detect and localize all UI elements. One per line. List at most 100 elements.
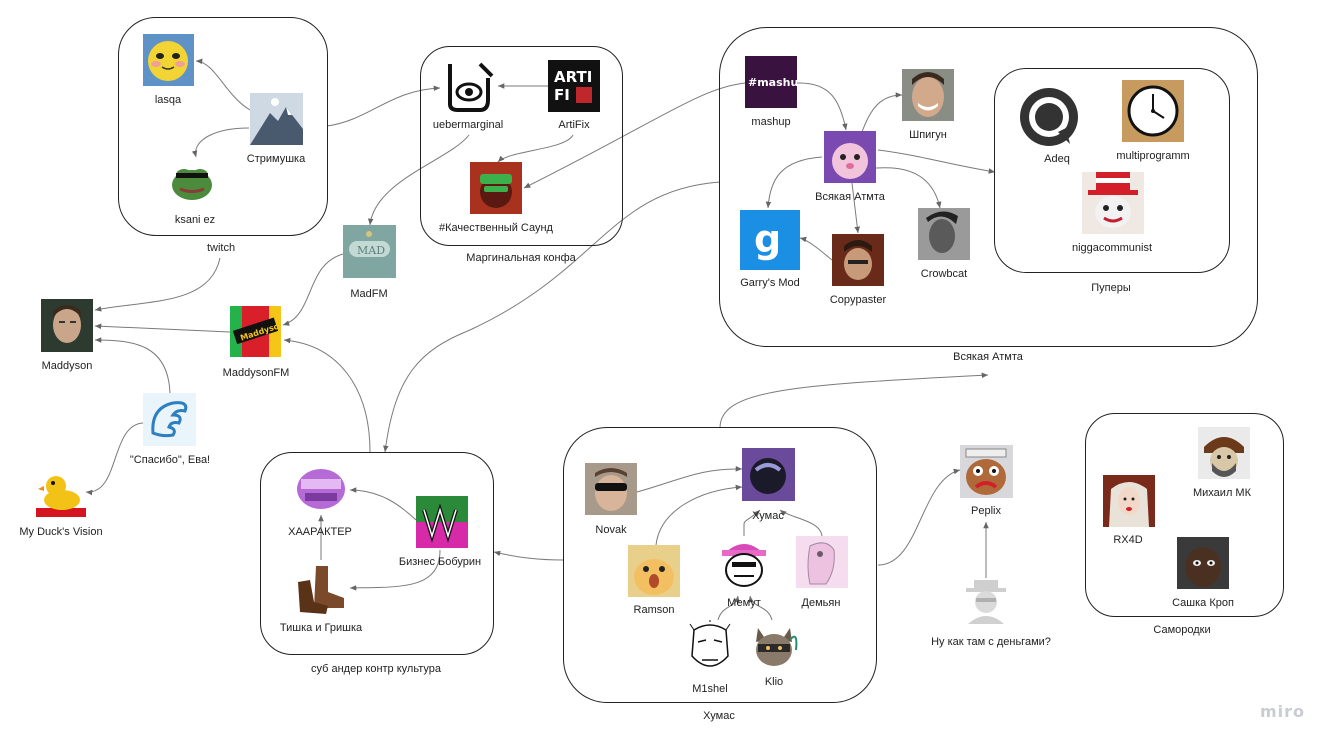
toy-face-icon (960, 445, 1013, 498)
group-box-twitch (118, 17, 328, 236)
node-label-biznes: Бизнес Бобурин (398, 556, 482, 568)
edge-mashup-kach (523, 82, 746, 189)
portrait-icon (41, 299, 93, 352)
edge-atmta-copypaster (851, 182, 861, 234)
group-box-samorodki (1085, 413, 1284, 617)
group-label-marginal: Маргинальная конфа (466, 252, 576, 264)
group-box-pupery (994, 68, 1230, 273)
node-label-artifix: ArtiFix (558, 119, 590, 131)
clock-logo-icon (1122, 80, 1184, 142)
svg-text:MAD: MAD (357, 244, 385, 257)
sound-badge-icon (470, 162, 522, 214)
edge-ramson-humas (655, 484, 743, 546)
node-label-strimushka: Стримушка (246, 153, 306, 165)
node-label-demyan: Демьян (801, 597, 841, 609)
node-label-ramson: Ramson (633, 604, 675, 616)
miro-brand-logo: miro (1260, 702, 1306, 721)
dark-helmet-icon (742, 448, 795, 501)
edge-novak-humas (636, 466, 743, 493)
cartoon-face-icon (718, 536, 770, 588)
node-label-duck: My Duck's Vision (19, 526, 103, 538)
garrys-mod-logo-icon: g (740, 210, 800, 270)
svg-text:#mashup: #mashup (748, 76, 797, 89)
edge-humas-sub (493, 550, 564, 561)
edge-spasibo-maddyson (94, 337, 171, 394)
node-label-nukak: Ну как там с деньгами? (931, 636, 1051, 648)
node-label-adeq: Adeq (1044, 153, 1070, 165)
smiling-moon-face-icon (143, 34, 194, 86)
portrait-icon (918, 208, 970, 260)
purple-skull-icon (295, 465, 347, 513)
pepe-frog-icon (168, 161, 216, 201)
cat-in-hat-icon (1082, 172, 1144, 234)
edge-strimushka-ksani (191, 127, 250, 158)
bird-icon (628, 545, 680, 597)
node-label-madfm: MadFM (350, 288, 388, 300)
group-label-humas: Хумас (703, 710, 735, 722)
edge-ueber-madfm (367, 134, 470, 226)
edge-mashup-atmta-node (796, 82, 848, 131)
node-label-sashka: Сашка Кроп (1172, 597, 1234, 609)
mashup-text-logo-icon: #mashup (745, 56, 797, 108)
edge-klio-memut (748, 595, 773, 621)
edge-twitch-maddyson (94, 257, 221, 312)
edge-strimushka-lasqa (195, 58, 251, 111)
node-label-multiprogramm: multiprogramm (1116, 150, 1190, 162)
node-label-mikhail: Михаил МК (1193, 487, 1251, 499)
node-label-niggacommunist: niggacommunist (1071, 242, 1153, 254)
node-label-maddyson: Maddyson (41, 360, 93, 372)
node-label-shpigun: Шпигун (909, 129, 947, 141)
edge-copypaster-garrys (799, 236, 833, 261)
group-label-twitch: twitch (206, 242, 236, 254)
edge-artifix-kach (497, 134, 574, 163)
portrait-icon (902, 69, 954, 121)
edge-biznes-tishka (349, 549, 441, 591)
mad-fm-logo-icon: MAD (343, 225, 396, 278)
group-box-marginal (420, 46, 623, 246)
node-label-rx4d: RX4D (1113, 534, 1143, 546)
portrait-icon (585, 463, 637, 515)
wing-logo-icon (143, 393, 196, 446)
portrait-icon (1177, 537, 1229, 589)
node-label-spasibo: "Спасибо", Ева! (129, 454, 211, 466)
node-label-haarakter: ХААРАКТЕР (288, 526, 352, 538)
node-label-garrys: Garry's Mod (740, 277, 800, 289)
maddyson-fm-logo-icon: Maddyson (230, 306, 281, 357)
portrait-icon (832, 234, 884, 286)
edge-atmta-pupery (877, 149, 996, 174)
node-label-crowbcat: Crowbcat (920, 268, 968, 280)
edge-madfm-maddysonfm (282, 253, 344, 326)
edge-m1shel-memut (717, 595, 740, 621)
svg-text:g: g (754, 217, 781, 261)
node-label-ueber: uebermarginal (432, 119, 504, 131)
group-box-atmta (719, 27, 1258, 347)
eye-logo-icon (442, 60, 496, 114)
group-box-sub (260, 452, 494, 655)
mountain-peak-icon (250, 93, 303, 145)
node-label-lasqa: lasqa (154, 94, 182, 106)
edge-biznes-haarakter (349, 487, 417, 521)
node-label-kachestvenny: #Качественный Саунд (439, 222, 553, 234)
node-label-tishka: Тишка и Гришка (279, 622, 363, 634)
svg-text:FI: FI (554, 86, 570, 104)
node-label-mashup: mashup (751, 116, 791, 128)
raccoon-icon (748, 620, 800, 672)
edge-atmta-garrys (765, 156, 823, 209)
edge-spasibo-duck (85, 422, 144, 496)
edge-humas-peplix (877, 468, 961, 566)
sketch-figure-icon (796, 536, 848, 588)
pink-creature-icon (824, 131, 876, 183)
node-label-humas: Хумас (752, 510, 784, 522)
edge-atmta-shpigun (861, 92, 903, 133)
girl-portrait-icon (1103, 475, 1155, 527)
node-label-maddysonfm: MaddysonFM (222, 367, 290, 379)
hat-man-icon (962, 578, 1010, 624)
node-label-atmta: Всякая Атмта (815, 191, 885, 203)
group-label-sub: суб андер контр культура (311, 663, 441, 675)
ushanka-man-icon (1198, 427, 1250, 479)
node-label-m1shel: M1shel (692, 683, 728, 695)
boots-icon (294, 562, 349, 614)
edge-atmta-crowbcat (875, 167, 942, 209)
